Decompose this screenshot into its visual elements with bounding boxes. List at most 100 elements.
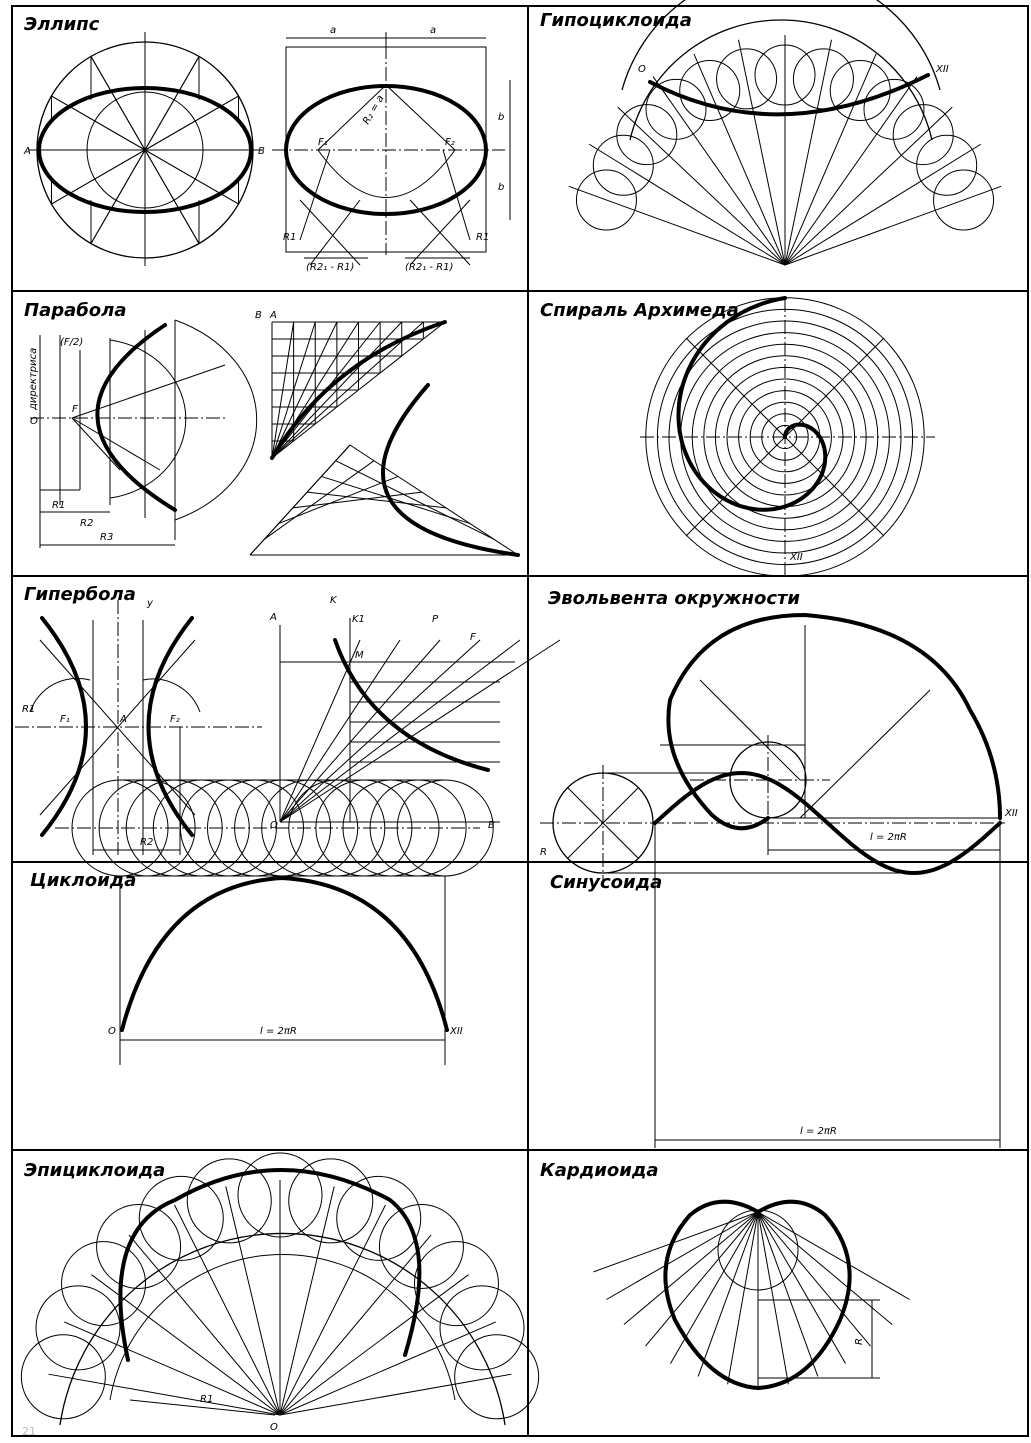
construction-circle [378,1203,464,1289]
construction-line [271,321,403,459]
construction-line [225,1186,281,1416]
epicycloid-curve [118,1168,422,1362]
hyperbola-label-R2: R2 [140,837,153,848]
ellipse-label-a2: a [430,25,436,36]
construction-line [727,1211,759,1385]
construction-line [757,1211,910,1300]
cycloid-label-O: O [108,1026,116,1037]
spiral-title: Спираль Архимеда [540,300,739,321]
construction-line [278,475,399,525]
construction-line [279,1186,335,1416]
parabola-curve-grid [270,320,447,460]
cycloid-label-len: l = 2πR [260,1026,297,1037]
ellipse-curve-right [284,84,488,216]
construction-line [697,1211,759,1377]
construction-line [271,321,446,459]
involute-label-XII: XII [1004,808,1018,819]
sinusoid-curve [653,771,1002,875]
construction-circle [336,1175,422,1261]
construction-line [279,639,441,823]
construction-line [757,1211,819,1377]
spiral-curve [676,296,828,512]
hyperbola-label-K1: K1 [352,614,365,625]
hyperbola-label-R1: R1 [22,704,35,715]
involute-label-len: l = 2πR [870,832,907,843]
construction-line [617,106,786,266]
hyperbola-branch-right [146,616,194,837]
construction-line [249,444,351,556]
hypocycloid-title: Гипоциклоида [540,10,692,31]
construction-circle [754,44,816,106]
construction-line [279,639,481,823]
hyperbola-label-y: y [146,598,154,609]
ellipse-label-b2: b [498,182,504,193]
ellipse-label-a1: a [330,25,336,36]
panel-ellipse: Эллипс a a [23,14,511,273]
parabola-label-fp: (F/2) [60,337,83,348]
construction-circle [35,1285,121,1371]
construction-line [292,491,423,509]
construction-circle [592,134,654,196]
construction-line [64,1321,281,1416]
cardioid-title: Кардиоида [540,1160,659,1181]
construction-circle [716,48,778,110]
construction-line [693,53,786,266]
parabola-grid-construction: B A [255,310,447,460]
hyperbola-label-A: A [119,714,127,725]
construction-line [784,39,832,266]
panel-hyperbola: Гипербола y R1 R2 F₁ F₂ A [15,584,561,855]
construction-line [307,491,447,509]
construction-line [784,76,918,266]
construction-line [279,1321,496,1416]
hyperbola-branch-left [40,616,88,837]
ellipse-label-F2: F₂ [445,137,455,148]
page-number: 21 [22,1425,36,1438]
hypocycloid-label-XII: XII [935,64,949,75]
ellipse-title: Эллипс [24,14,100,35]
construction-line [48,1373,281,1416]
construction-line [279,639,561,823]
sinusoid-title: Синусоида [550,872,662,893]
cardioid-curve [663,1199,852,1390]
epicycloid-rolling-circles [20,1152,540,1420]
hyperbola-label-A2: A [269,612,277,623]
hyperbola-label-F: F [470,632,476,643]
hypocycloid-label-O: O [638,64,646,75]
construction-line [645,1211,759,1347]
construction-circle [892,104,954,166]
spiral-label-XII: XII [789,552,803,563]
construction-line [91,1274,281,1416]
construction-circle [933,169,995,231]
parabola-curve-focus [95,323,177,512]
construction-line [263,460,375,540]
parabola-title: Парабола [24,300,127,321]
construction-line [784,185,1002,266]
ellipse-label-R1-left: R1 [283,232,296,243]
construction-line [588,143,786,266]
panel-cardioid: Кардиоида R [540,1160,910,1390]
hyperbola-grid-construction: A K K1 M P F O B [269,595,561,831]
construction-line [738,39,786,266]
ellipse-label-r2r1-left: (R2₁ - R1) [306,262,354,273]
hyperbola-label-M: M [355,650,364,661]
construction-line [784,143,982,266]
hyperbola-label-F2: F₂ [170,714,180,725]
construction-line [279,639,401,823]
construction-line [652,76,786,266]
sinusoid-label-len: l = 2πR [800,1126,837,1137]
construction-line [784,53,877,266]
construction-circle [916,134,978,196]
construction-line [321,475,471,525]
panel-sinusoid: Синусоида l = 2πR R [540,765,1005,1148]
parabola-label-directrix: директриса [28,348,39,411]
parabola-label-B: B [255,310,262,321]
construction-line [51,95,239,205]
construction-line [757,1211,893,1325]
parabola-label-F: F [72,404,78,415]
hyperbola-curve-grid [333,638,490,772]
parabola-label-R1: R1 [52,500,65,511]
parabola-curve-tangent [380,383,520,557]
construction-line [784,106,953,266]
construction-line [623,1211,759,1325]
panel-parabola: Парабола O F R1 R2 R3 (F/2) директриса [24,300,520,557]
